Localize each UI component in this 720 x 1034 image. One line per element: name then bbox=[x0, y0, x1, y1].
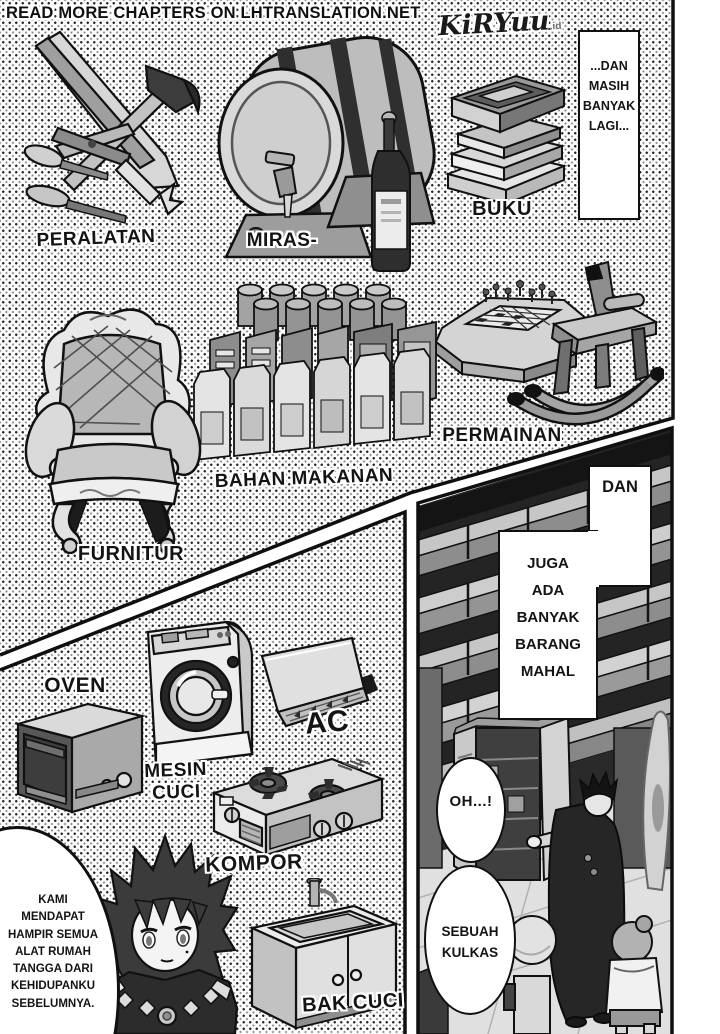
caption-line: MASIH bbox=[588, 79, 630, 93]
label-kompor: KOMPOR bbox=[204, 850, 304, 877]
label-ac: AC bbox=[303, 704, 351, 741]
label-miras: MIRAS- bbox=[246, 230, 318, 251]
caption-line: ...DAN bbox=[590, 59, 628, 73]
label-mesin-cuci: MESIN CUCI bbox=[143, 758, 208, 804]
scanlation-logo: KiRYuu.id bbox=[437, 5, 562, 42]
toaster-oven-art bbox=[13, 702, 147, 814]
label-buku: BUKU bbox=[472, 198, 532, 220]
speech-bubble-boy-text: KAMI MENDAPAT HAMPIR SEMUA ALAT RUMAH TA… bbox=[7, 894, 99, 1010]
caption-more-items-box: ...DAN MASIH BANYAK LAGI... bbox=[578, 30, 640, 220]
liquor-barrel-art bbox=[217, 35, 436, 272]
label-oven: OVEN bbox=[44, 674, 106, 697]
books-art bbox=[444, 74, 568, 206]
caption-expensive-text: JUGA ADA BANYAK BARANG MAHAL bbox=[515, 555, 581, 680]
tools-art bbox=[23, 30, 201, 224]
logo-suffix: .id bbox=[549, 20, 562, 33]
armchair-art bbox=[24, 308, 202, 554]
label-peralatan: PERALATAN bbox=[36, 225, 156, 252]
speech-bubble-oh-text: OH...! bbox=[449, 793, 493, 810]
chess-and-rocking-horse-art bbox=[436, 260, 664, 426]
speech-bubble-kulkas-text: SEBUAH KULKAS bbox=[441, 924, 499, 960]
food-supplies-art bbox=[193, 283, 437, 462]
caption-line: BANYAK bbox=[582, 99, 636, 113]
caption-dan-text: DAN bbox=[602, 478, 638, 496]
label-permainan: PERMAINAN bbox=[442, 425, 562, 446]
label-furnitur: FURNITUR bbox=[77, 543, 185, 565]
speech-bubble-oh bbox=[436, 757, 506, 863]
banner-text: READ MORE CHAPTERS ON LHTRANSLATION.NET bbox=[6, 4, 421, 22]
caption-line: LAGI... bbox=[588, 119, 630, 133]
washing-machine-art bbox=[146, 620, 254, 768]
logo-text: KiRYuu bbox=[437, 5, 551, 43]
